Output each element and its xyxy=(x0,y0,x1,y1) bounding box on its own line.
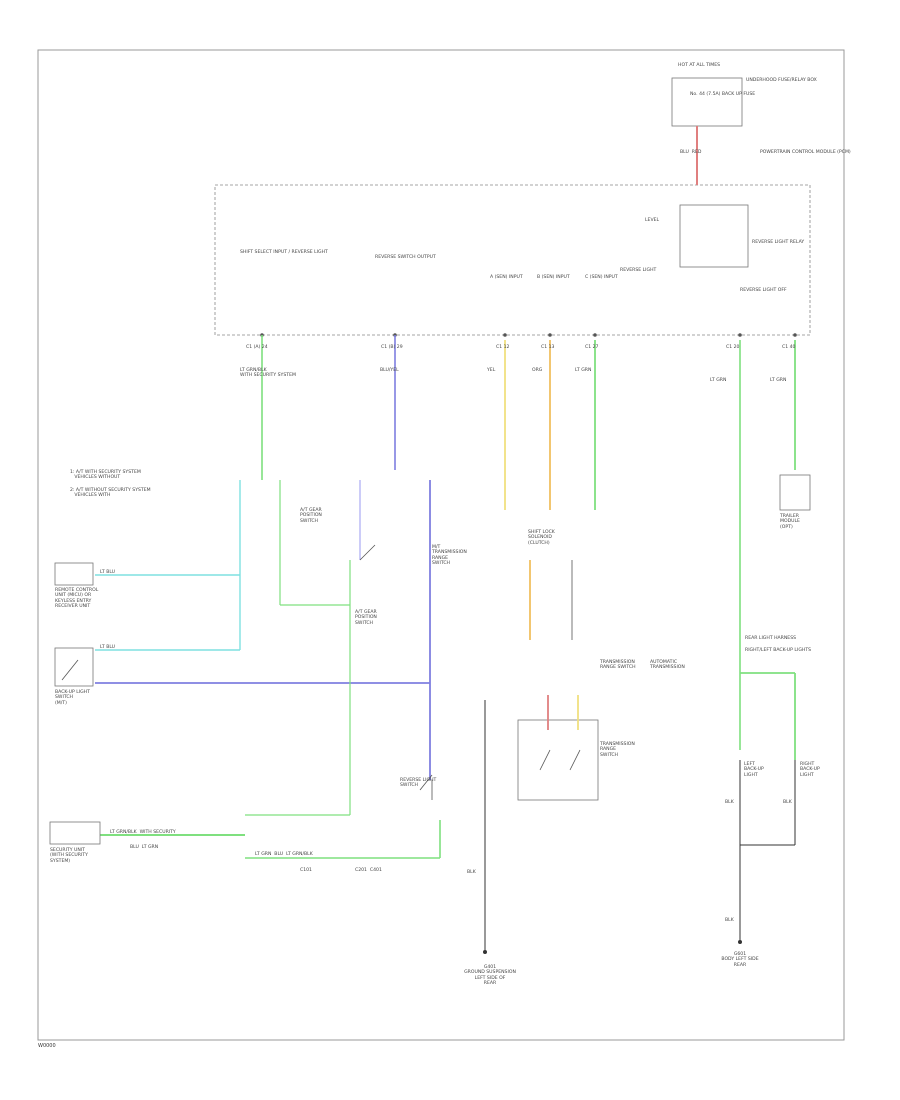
label-trans-range: TRANSMISSION RANGE SWITCH xyxy=(600,660,636,671)
label-ground-center: G401 GROUND SUSPENSION LEFT SIDE OF REAR xyxy=(464,965,516,987)
label-pcm-level: LEVEL xyxy=(645,218,660,223)
label-blk-3: BLK xyxy=(467,870,476,875)
label-fuse-box: UNDERHOOD FUSE/RELAY BOX xyxy=(746,78,817,83)
remote-unit-box xyxy=(54,562,94,586)
label-wire-org: ORG xyxy=(532,368,543,373)
diagram-border xyxy=(37,49,845,1041)
label-wire-r2: LT GRN xyxy=(770,378,787,383)
reverse-relay-box xyxy=(679,204,749,268)
label-wire-bottom-left3: LT GRN BLU LT GRN/BLK xyxy=(255,852,313,857)
label-pcm-b: B (SEN) INPUT xyxy=(537,275,570,280)
label-conn-r1: C1 20 xyxy=(726,345,740,350)
label-blk-1: BLK xyxy=(725,800,734,805)
label-wire-grn: LT GRN xyxy=(575,368,592,373)
label-pcm: POWERTRAIN CONTROL MODULE (PCM) xyxy=(760,150,851,155)
label-fuse: No. 44 (7.5A) BACK UP FUSE xyxy=(690,92,756,97)
label-r-lights: REAR LIGHT HARNESS xyxy=(745,636,797,641)
trailer-module-box xyxy=(779,474,811,511)
label-pcm-a: A (SEN) INPUT xyxy=(490,275,523,280)
label-wire-blue: BLU/YEL xyxy=(380,368,399,373)
label-trailer-module: TRAILER MODULE (OPT) xyxy=(780,514,800,530)
label-backup-switch: BACK-UP LIGHT SWITCH (M/T) xyxy=(55,690,90,706)
backup-switch-box xyxy=(54,647,94,687)
label-wire-left: LT GRN/BLK WITH SECURITY SYSTEM xyxy=(240,368,296,379)
security-unit-box xyxy=(49,821,101,845)
label-conn-mid: C1 (B) 29 xyxy=(381,345,403,350)
label-remote-module: REMOTE CONTROL UNIT (MICU) OR KEYLESS EN… xyxy=(55,588,99,610)
label-reverse-mid: REVERSE LIGHT SWITCH xyxy=(400,778,437,789)
label-light-left: LEFT BACK-UP LIGHT xyxy=(744,762,764,778)
label-wire-lb: LT BLU xyxy=(100,570,116,575)
label-pcm-relay-state: REVERSE LIGHT OFF xyxy=(740,288,787,293)
label-wire-bottom-left: LT GRN/BLK WITH SECURITY xyxy=(110,830,176,835)
label-security-unit: SECURITY UNIT (WITH SECURITY SYSTEM) xyxy=(50,848,88,864)
label-conn-c: C1 27 xyxy=(585,345,599,350)
label-wire-yel: YEL xyxy=(487,368,496,373)
note-2: 2: A/T WITHOUT SECURITY SYSTEM VEHICLES … xyxy=(70,488,151,499)
footer-code: W0000 xyxy=(38,1043,56,1049)
label-at-switch2: A/T GEAR POSITION SWITCH xyxy=(355,610,377,626)
label-bottom-c: C101 xyxy=(300,868,312,873)
label-wire-lb2: LT BLU xyxy=(100,645,116,650)
label-pcm-reverse: REVERSE SWITCH OUTPUT xyxy=(375,255,436,260)
label-shift-lock: SHIFT LOCK SOLENOID (CLUTCH) xyxy=(528,530,555,546)
trans-range-box xyxy=(517,719,599,801)
label-wire-r1: LT GRN xyxy=(710,378,727,383)
label-fuse-wire: BLU RED xyxy=(680,150,702,155)
label-r-lights2: RIGHT/LEFT BACK-UP LIGHTS xyxy=(745,648,812,653)
label-at-switch: A/T GEAR POSITION SWITCH xyxy=(300,508,322,524)
label-top-fuse: HOT AT ALL TIMES xyxy=(678,63,721,68)
label-light-right: RIGHT BACK-UP LIGHT xyxy=(800,762,820,778)
note-1: 1: A/T WITH SECURITY SYSTEM VEHICLES WIT… xyxy=(70,470,141,481)
label-pcm-c: C (SEN) INPUT xyxy=(585,275,618,280)
label-conn-r2: C1 40 xyxy=(782,345,796,350)
label-blk-4: BLK xyxy=(725,918,734,923)
label-junction: AUTOMATIC TRANSMISSION xyxy=(650,660,685,671)
pcm-box xyxy=(214,184,811,336)
fuse-box xyxy=(671,77,743,127)
label-ms-switch: M/T TRANSMISSION RANGE SWITCH xyxy=(432,545,467,567)
label-tr-sw: TRANSMISSION RANGE SWITCH xyxy=(600,742,635,758)
label-conn-a: C1 12 xyxy=(496,345,510,350)
label-pcm-d: REVERSE LIGHT xyxy=(620,268,657,273)
label-blk-2: BLK xyxy=(783,800,792,805)
label-pcm-shift: SHIFT SELECT INPUT / REVERSE LIGHT xyxy=(240,250,328,255)
label-ground-right: G601 BODY LEFT SIDE REAR xyxy=(721,952,759,968)
label-wire-bottom-left2: BLU LT GRN xyxy=(130,845,159,850)
label-pcm-relay: REVERSE LIGHT RELAY xyxy=(752,240,805,245)
label-bottom-c2: C201 C401 xyxy=(355,868,382,873)
label-conn-b: C1 13 xyxy=(541,345,555,350)
label-conn-left: C1 (A) 24 xyxy=(246,345,268,350)
